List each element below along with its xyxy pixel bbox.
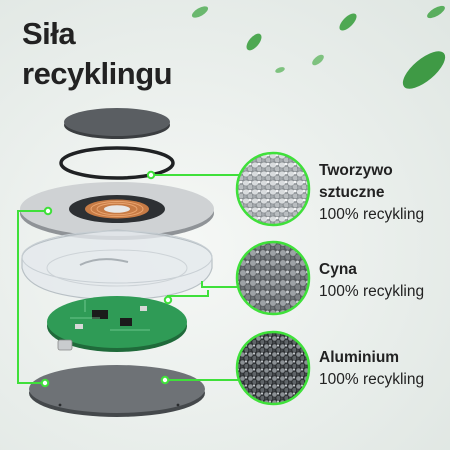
leaf-icon bbox=[191, 5, 446, 89]
connector-lines bbox=[17, 174, 240, 384]
top-cover-disc bbox=[64, 108, 170, 139]
material-percent: 100% recykling bbox=[319, 371, 425, 388]
material-name: Tworzywo sztuczne bbox=[319, 160, 424, 204]
material-name: Cyna bbox=[319, 261, 357, 278]
circuit-board bbox=[47, 296, 187, 352]
material-percent: 100% recykling bbox=[319, 206, 425, 223]
material-name-line-2: sztuczne bbox=[319, 184, 385, 201]
title-line-2: recyklingu bbox=[22, 56, 173, 91]
granule-sample-icon bbox=[235, 151, 311, 227]
material-name-line-1: Tworzywo bbox=[319, 162, 393, 179]
title-line-1: Siła bbox=[22, 16, 76, 51]
coil-plate bbox=[20, 182, 214, 240]
material-label-plastic: Tworzywo sztuczne 100% recykling bbox=[319, 160, 424, 226]
material-label-aluminium: Aluminium 100% recykling bbox=[319, 347, 424, 391]
material-label-tin: Cyna 100% recykling bbox=[319, 259, 424, 303]
connector-dots bbox=[40, 170, 173, 388]
material-name: Aluminium bbox=[319, 349, 400, 366]
granule-sample-icon bbox=[235, 330, 311, 406]
aluminium-base bbox=[29, 365, 205, 417]
material-percent: 100% recykling bbox=[319, 283, 425, 300]
page-title: Siła recyklingu bbox=[22, 14, 173, 94]
granule-sample-icon bbox=[235, 240, 311, 316]
sealing-ring bbox=[59, 146, 175, 180]
transparent-housing bbox=[21, 229, 213, 301]
